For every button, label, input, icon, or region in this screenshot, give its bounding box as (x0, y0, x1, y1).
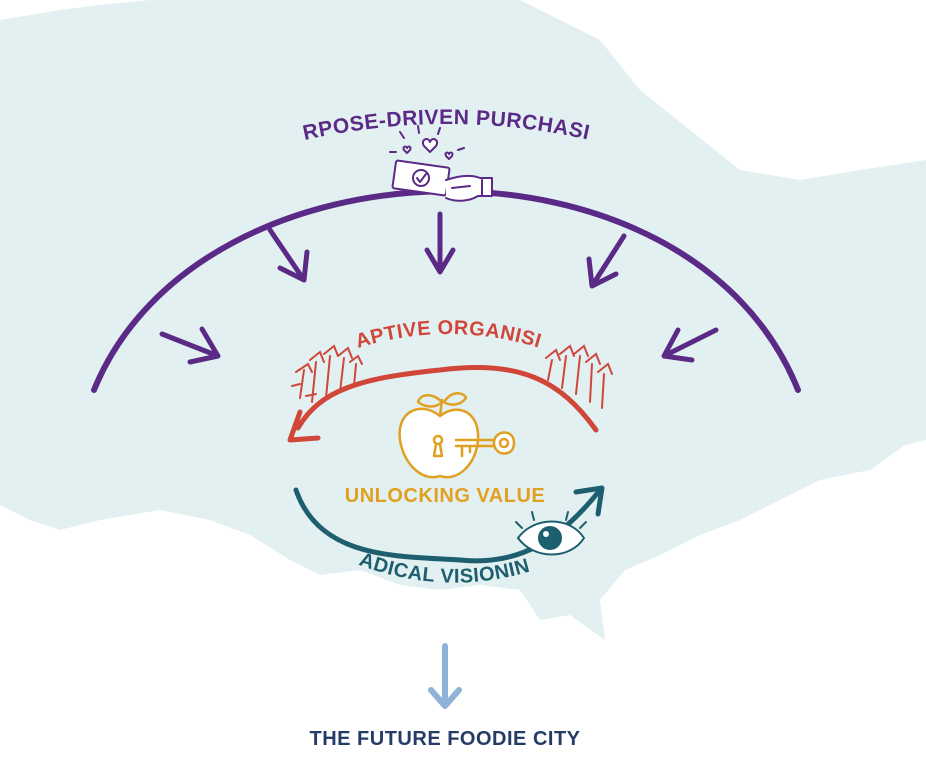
organising-arrowhead (287, 409, 321, 443)
raised-hands-icon-left (291, 344, 363, 403)
arrow-inner-left (159, 326, 221, 365)
arrow-inner-right (661, 327, 719, 363)
apple-key-icon (398, 392, 516, 479)
hand-money-hearts-icon (389, 125, 493, 202)
visioning-arrowhead (573, 485, 605, 517)
label-future-foodie-city: THE FUTURE FOODIE CITY (310, 728, 581, 750)
arrow-upper-right (586, 233, 627, 289)
value-group: UNLOCKING VALUE (345, 392, 545, 507)
label-unlocking-value: UNLOCKING VALUE (345, 485, 545, 507)
eye-icon (515, 511, 587, 556)
map-silhouette (0, 0, 926, 640)
down-arrow (428, 643, 462, 709)
arrow-upper-left (267, 227, 310, 283)
raised-hands-icon-right (545, 344, 613, 409)
arrow-center (424, 211, 456, 275)
outcome-group: THE FUTURE FOODIE CITY (310, 643, 581, 750)
